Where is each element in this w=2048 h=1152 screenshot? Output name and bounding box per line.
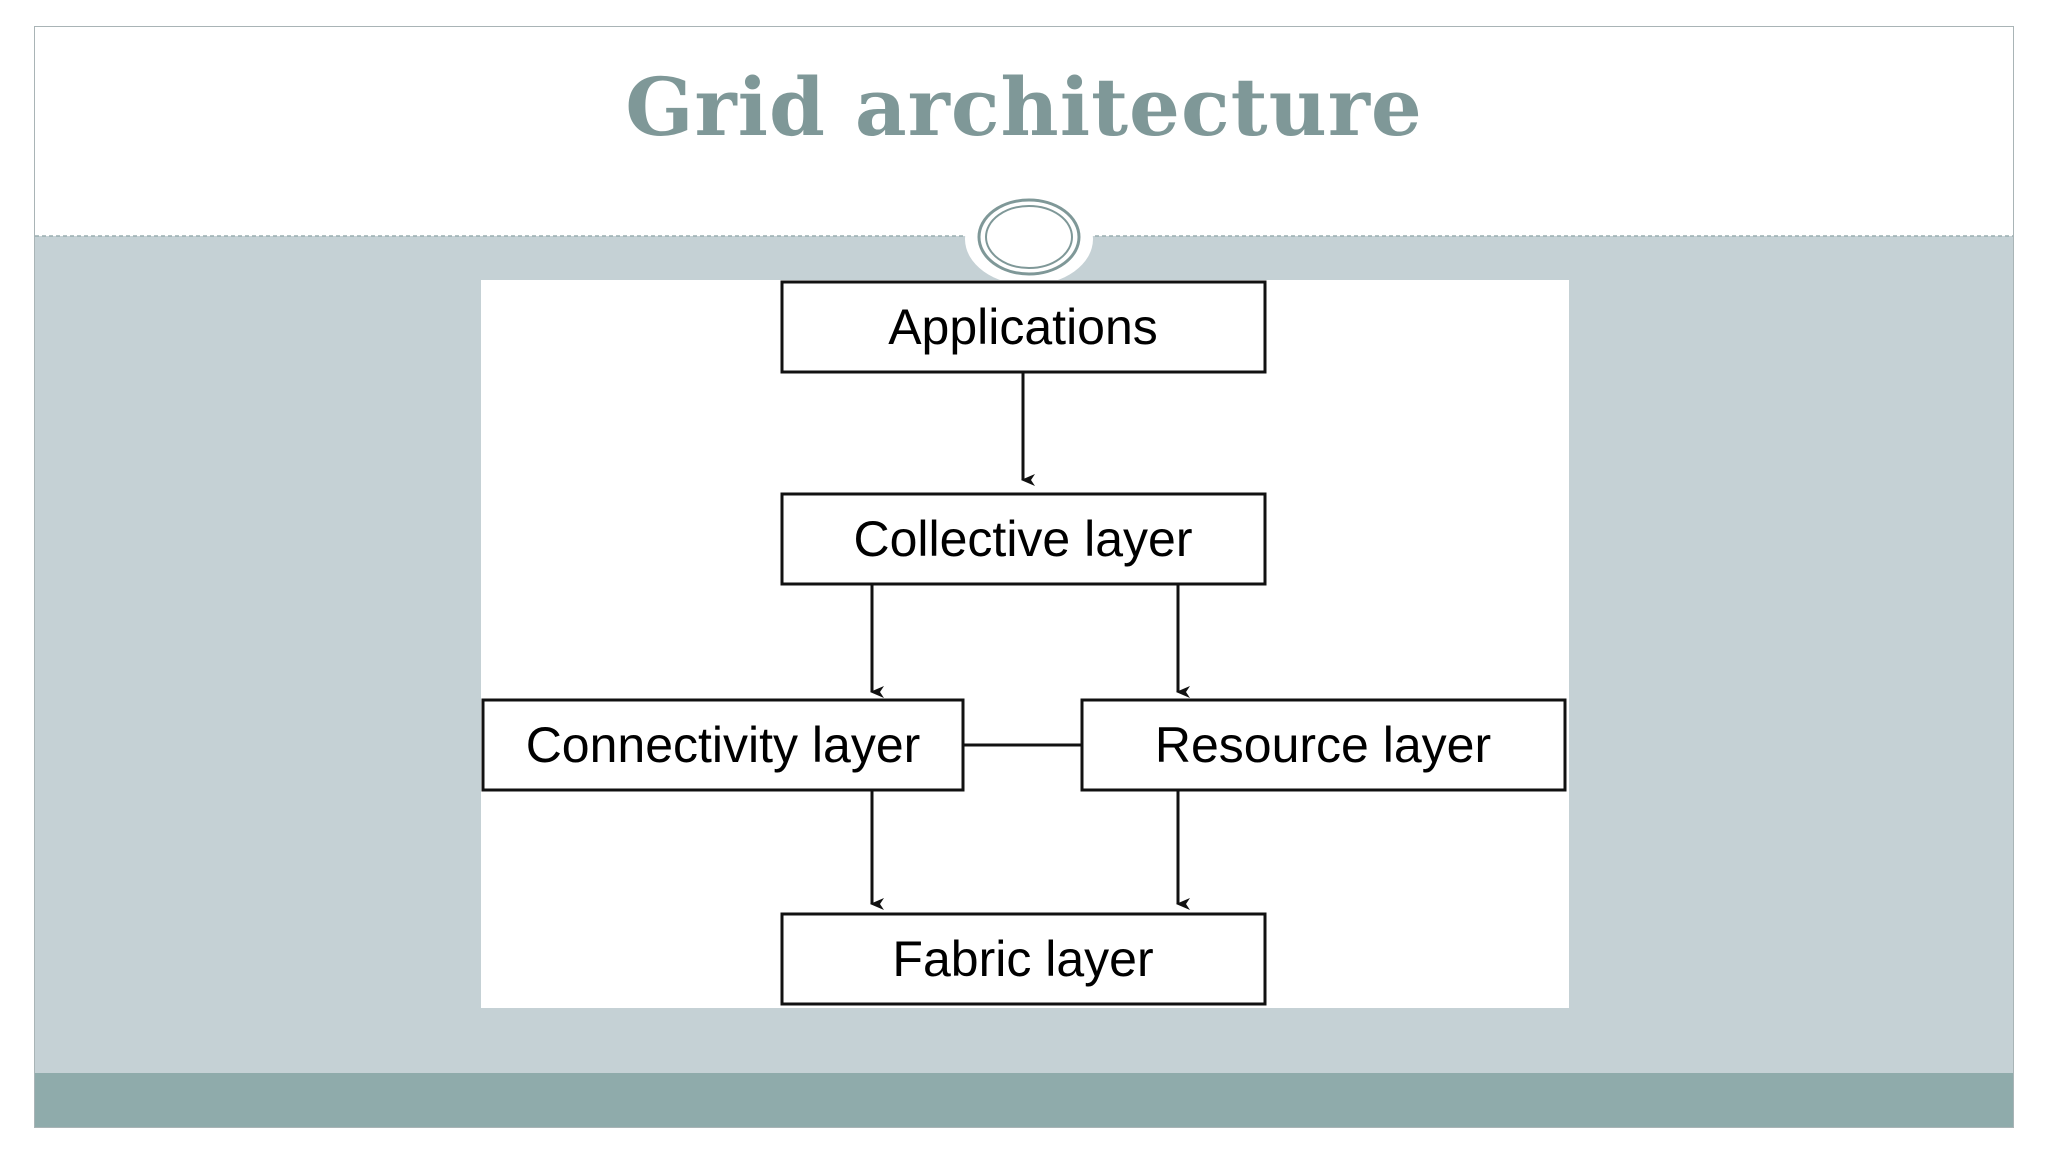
title-divider [35, 193, 2013, 285]
diagram-panel: Applications Collective layer Connectivi… [481, 280, 1569, 1008]
divider-ornament-inner [985, 205, 1073, 269]
node-fabric-layer: Fabric layer [780, 912, 1267, 1006]
grid-architecture-diagram: Applications Collective layer Connectivi… [481, 280, 1567, 1006]
slide-title: Grid architecture [625, 60, 1423, 154]
node-collective-layer: Collective layer [780, 492, 1267, 586]
node-label-resource: Resource layer [1155, 717, 1491, 773]
slide: Grid architecture [34, 26, 2014, 1128]
edges [870, 372, 1190, 910]
node-applications: Applications [780, 280, 1267, 374]
node-label-collective: Collective layer [853, 511, 1192, 567]
node-resource-layer: Resource layer [1080, 698, 1567, 792]
node-label-applications: Applications [888, 299, 1158, 355]
divider-ornament-outer [977, 198, 1081, 276]
node-label-fabric: Fabric layer [892, 931, 1153, 987]
node-label-connectivity: Connectivity layer [526, 717, 921, 773]
footer-band [35, 1073, 2013, 1127]
node-connectivity-layer: Connectivity layer [481, 698, 965, 792]
